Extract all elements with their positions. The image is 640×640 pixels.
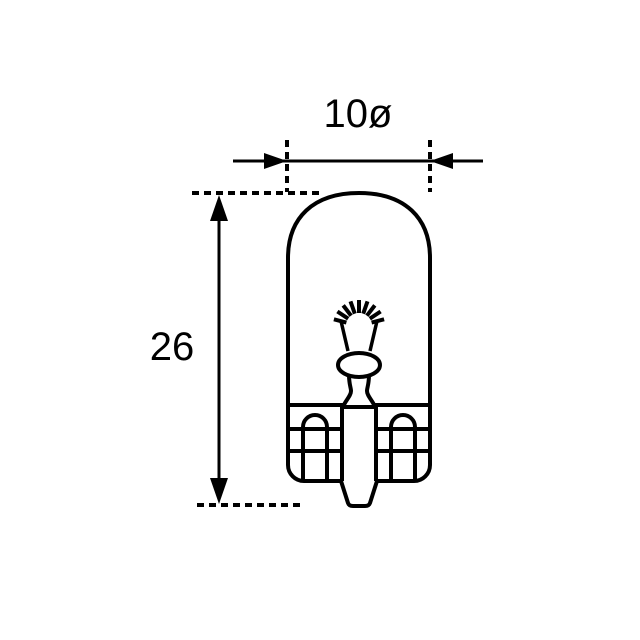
filament-support-right — [368, 320, 379, 352]
filament-stem — [341, 374, 377, 409]
contact-arch-left — [301, 413, 329, 481]
diameter-label: 10ø — [324, 92, 393, 136]
filament-glow-icon — [333, 300, 385, 325]
glass-envelope-outline — [286, 191, 432, 483]
contact-arch-right — [389, 413, 417, 481]
arrowhead-up-icon — [210, 195, 228, 221]
arrowhead-down-icon — [210, 478, 228, 504]
glass-bead — [336, 351, 382, 379]
height-label: 26 — [150, 325, 195, 369]
arrowhead-left-icon — [430, 153, 453, 169]
filament-support-left — [339, 320, 350, 352]
dimension-height — [192, 191, 324, 507]
wedge-tip — [339, 480, 379, 508]
arrowhead-right-icon — [264, 153, 287, 169]
bulb-drawing — [286, 191, 432, 508]
